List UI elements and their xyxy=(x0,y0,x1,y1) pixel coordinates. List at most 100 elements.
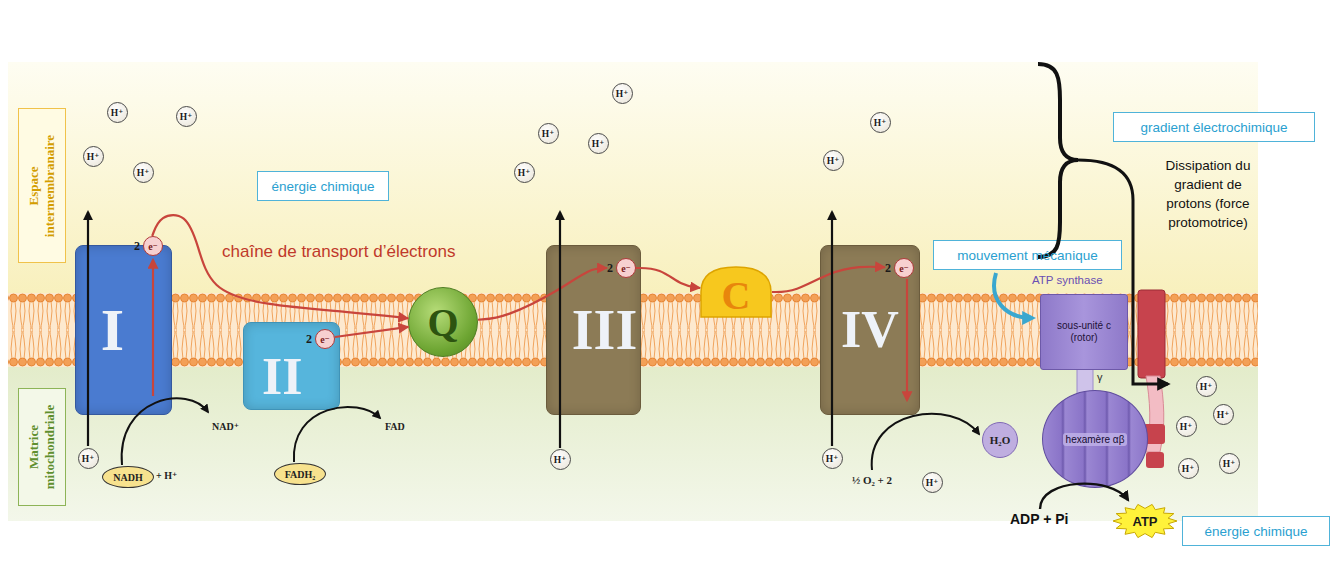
proton-circle: H⁺ xyxy=(1176,416,1197,437)
atp-star-text: ATP xyxy=(1132,514,1157,529)
note-text: Dissipation du gradient de protons (forc… xyxy=(1150,156,1266,233)
proton-circle-text: H⁺ xyxy=(1182,463,1194,474)
part-name: ATP synthase xyxy=(1032,274,1103,288)
electron-path xyxy=(772,267,885,292)
atp-star: ATP xyxy=(1112,503,1178,539)
dome-outline xyxy=(701,267,771,317)
proton-circle: H⁺ xyxy=(1178,458,1199,479)
reaction-term: + H⁺ xyxy=(156,470,177,482)
proton-circle: H⁺ xyxy=(612,83,633,104)
complex-ii-text: II xyxy=(262,351,302,403)
reaction-term: ADP + Pi xyxy=(1010,511,1069,528)
electron-path xyxy=(636,268,700,288)
nadh-ellipse-text: NADH xyxy=(113,472,142,483)
proton-circle: H⁺ xyxy=(538,123,559,144)
energy-tag-text: énergie chimique xyxy=(272,179,375,194)
proton-circle: H⁺ xyxy=(870,112,891,133)
cytochrome-c: C xyxy=(700,266,772,318)
proton-pump-arrow xyxy=(87,212,89,446)
energy-tag: mouvement mécanique xyxy=(933,240,1122,270)
electron-circle: e⁻ xyxy=(616,258,636,278)
proton-circle: H⁺ xyxy=(514,162,535,183)
reaction-arrow xyxy=(872,414,979,470)
rotor-box: sous-unité c (rotor) xyxy=(1040,294,1128,370)
complex-iv-text: IV xyxy=(841,304,899,356)
electron-path xyxy=(152,215,408,318)
stator xyxy=(1138,290,1165,378)
electron-pair: 2e⁻ xyxy=(306,329,335,349)
complex-iv: IV 2e⁻ xyxy=(820,245,920,415)
energy-tag: énergie chimique xyxy=(1182,516,1330,546)
reaction-term: FAD xyxy=(385,421,405,433)
fadh2-ellipse-text: FADH₂ xyxy=(285,469,316,480)
region-label-text: Matrice mitochondriale xyxy=(26,395,57,499)
proton-circle: H⁺ xyxy=(822,448,843,469)
proton-circle: H⁺ xyxy=(1213,404,1234,425)
proton-circle-text: H⁺ xyxy=(874,117,886,128)
energy-tag-text: énergie chimique xyxy=(1205,524,1308,539)
proton-circle: H⁺ xyxy=(823,150,844,171)
electron-pair-text: 2 xyxy=(607,261,613,276)
energy-tag: énergie chimique xyxy=(257,171,389,201)
reaction-arrow xyxy=(1040,484,1128,509)
fadh2-ellipse: FADH₂ xyxy=(274,463,326,485)
reaction-arrow xyxy=(122,398,208,465)
star-outline xyxy=(1113,504,1177,537)
proton-circle-text: H⁺ xyxy=(827,155,839,166)
reaction-arrow xyxy=(294,407,380,462)
proton-circle-text: H⁺ xyxy=(111,107,123,118)
electron-pair-text: 2 xyxy=(306,332,312,347)
reaction-term: ½ O₂ + 2 xyxy=(852,474,892,487)
proton-circle-text: H⁺ xyxy=(1200,381,1212,392)
part-name: γ xyxy=(1097,371,1103,384)
electron-pair-text: 2 xyxy=(134,239,140,254)
proton-circle: H⁺ xyxy=(1219,453,1240,474)
region-label-text: Espace intermembranaire xyxy=(26,127,57,245)
electron-circle: e⁻ xyxy=(315,329,335,349)
electron-pair: 2e⁻ xyxy=(607,258,636,278)
proton-circle-text: H⁺ xyxy=(87,151,99,162)
energy-tag-text: mouvement mécanique xyxy=(957,248,1097,263)
proton-circle-text: H⁺ xyxy=(518,167,530,178)
proton-circle: H⁺ xyxy=(83,146,104,167)
electron-arrow xyxy=(152,260,154,396)
rotation-arrow xyxy=(994,273,1032,318)
proton-circle: H⁺ xyxy=(922,472,943,493)
proton-pump-arrow xyxy=(831,212,833,446)
proton-circle: H⁺ xyxy=(550,449,571,470)
complex-ii: II2e⁻ xyxy=(243,322,340,410)
complex-iii: III 2e⁻ xyxy=(546,245,641,415)
proton-circle-text: H⁺ xyxy=(926,477,938,488)
proton-circle-text: H⁺ xyxy=(542,128,554,139)
electron-arrow xyxy=(906,279,908,400)
hexamer-ellipse: hexamère αβ xyxy=(1042,390,1148,488)
electron-pair-text: 2 xyxy=(885,261,891,276)
water-circle: H₂O xyxy=(982,422,1018,458)
proton-circle: H⁺ xyxy=(78,448,99,469)
proton-circle: H⁺ xyxy=(107,102,128,123)
nadh-ellipse: NADH xyxy=(102,466,154,488)
energy-tag: gradient électrochimique xyxy=(1113,112,1315,142)
rotor-box-text: sous-unité c (rotor) xyxy=(1045,320,1123,345)
proton-circle-text: H⁺ xyxy=(82,453,94,464)
proton-circle: H⁺ xyxy=(176,106,197,127)
chain-title: chaîne de transport d’électrons xyxy=(222,242,455,262)
proton-flow-arrow xyxy=(1078,160,1168,384)
proton-circle-text: H⁺ xyxy=(1180,421,1192,432)
energy-tag-text: gradient électrochimique xyxy=(1140,120,1287,135)
complex-i-text: I xyxy=(101,300,124,360)
complex-i: I2e⁻ xyxy=(75,245,172,415)
gradient-brace xyxy=(1038,64,1078,257)
region-label: Espace intermembranaire xyxy=(18,108,66,263)
ubiquinone-circle-text: Q xyxy=(427,299,458,346)
cytochrome-c-text: C xyxy=(722,276,751,316)
electron-pair: 2e⁻ xyxy=(885,258,914,278)
proton-circle: H⁺ xyxy=(133,162,154,183)
reaction-term: NAD⁺ xyxy=(212,421,239,433)
electron-circle: e⁻ xyxy=(894,258,914,278)
complex-iii-text: III xyxy=(572,302,637,358)
electron-path xyxy=(478,268,607,320)
proton-circle-text: H⁺ xyxy=(592,138,604,149)
proton-circle: H⁺ xyxy=(588,133,609,154)
